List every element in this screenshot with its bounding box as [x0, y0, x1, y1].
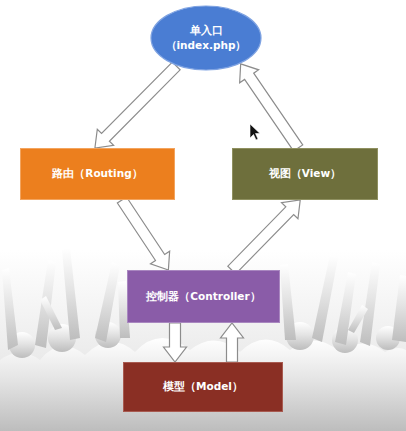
view-box: 视图（View） — [232, 148, 378, 200]
node-label: 视图（View） — [269, 166, 341, 181]
hollow-arrow — [95, 62, 180, 148]
routing-box: 路由（Routing） — [20, 148, 175, 200]
model-box: 模型（Model） — [123, 362, 283, 412]
node-label: 路由（Routing） — [52, 166, 142, 181]
controller-box: 控制器（Controller） — [127, 270, 280, 323]
ellipse-outline — [150, 5, 262, 71]
node-label: 控制器（Controller） — [146, 289, 260, 304]
hollow-arrow — [164, 323, 187, 362]
crowd-silhouette — [0, 248, 406, 431]
node-label: 单入口 （index.php） — [164, 23, 248, 53]
mouse-cursor — [250, 124, 260, 140]
ellipse-shape — [151, 6, 261, 70]
hollow-arrow — [221, 323, 244, 362]
hollow-arrow — [117, 197, 169, 270]
hollow-arrow — [240, 64, 303, 151]
entry-ellipse: 单入口 （index.php） — [150, 5, 262, 71]
node-label: 模型（Model） — [163, 379, 243, 394]
hollow-arrow — [228, 200, 300, 274]
